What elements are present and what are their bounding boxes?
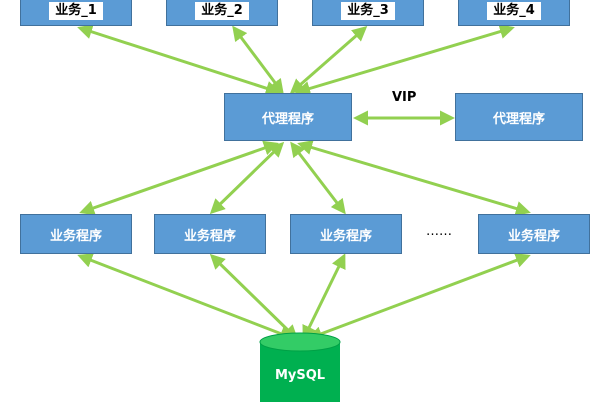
app-box-2: 业务程序 [154,214,266,254]
app-label: 业务程序 [507,228,560,244]
service-box-3: 业务_3 [312,0,424,26]
service-box-1: 业务_1 [20,0,132,26]
proxy-primary-box: 代理程序 [224,93,352,141]
service-box-4: 业务_4 [458,0,570,26]
service-label: 业务_2 [195,2,249,20]
service-label: 业务_1 [49,2,103,20]
app-box-1: 业务程序 [20,214,132,254]
app-label: 业务程序 [49,228,102,244]
ellipsis-label: …… [426,224,452,239]
arrow-proxy-app4 [297,140,531,216]
database-label: MySQL [274,368,326,383]
arrow-proxy-app2 [209,141,285,215]
service-label: 业务_3 [341,2,395,20]
arrow-app2-db [209,253,299,341]
arrow-service4-proxy [295,24,515,96]
app-box-3: 业务程序 [290,214,402,254]
app-box-4: 业务程序 [478,214,590,254]
app-label: 业务程序 [319,228,372,244]
arrow-app4-db [307,253,531,341]
proxy-backup-label: 代理程序 [492,111,545,127]
arrow-app1-db [77,253,295,341]
service-box-2: 业务_2 [166,0,278,26]
service-label: 业务_4 [487,2,541,20]
arrow-service2-proxy [232,25,284,95]
arrow-service1-proxy [77,24,281,96]
proxy-primary-label: 代理程序 [261,111,314,127]
vip-label: VIP [392,90,417,105]
arrow-app3-db [302,253,346,341]
app-label: 业务程序 [183,228,236,244]
proxy-backup-box: 代理程序 [455,93,583,141]
database-cylinder-icon [259,332,341,402]
